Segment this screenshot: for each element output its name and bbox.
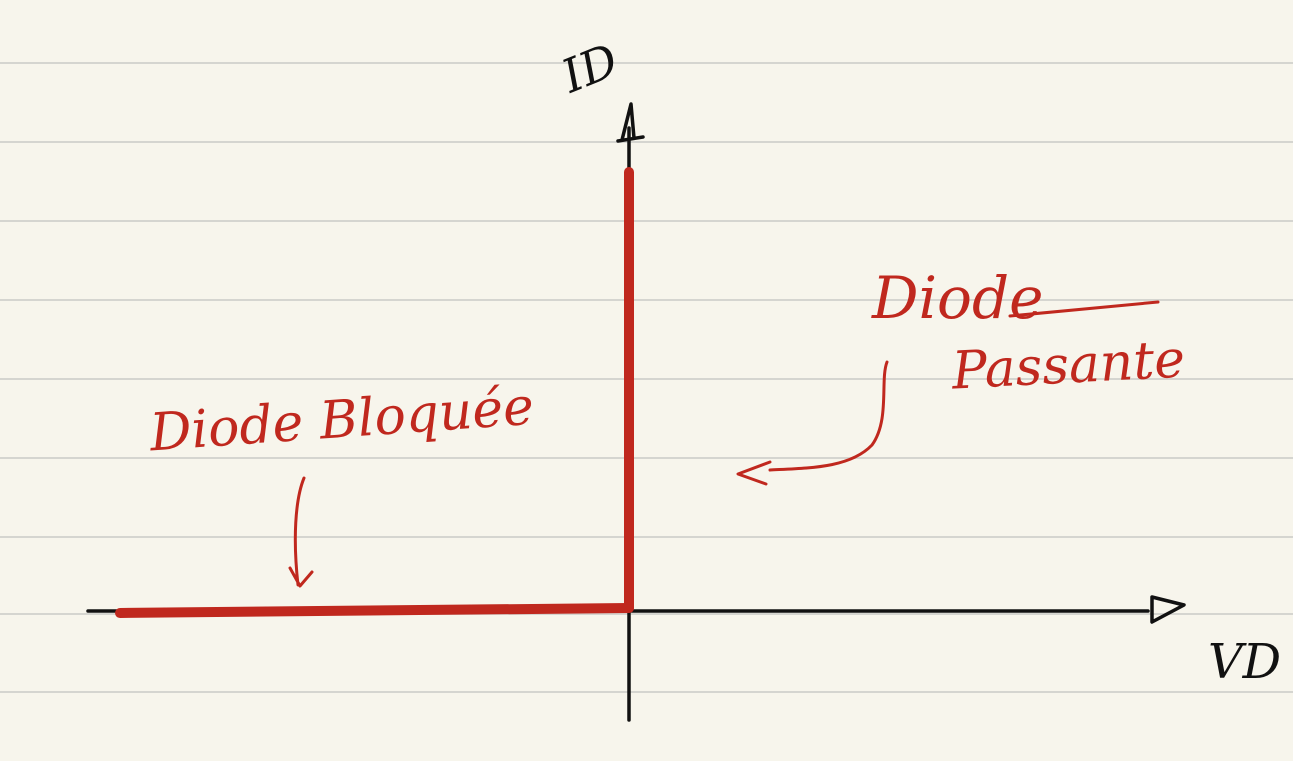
underline-passante (1008, 300, 1160, 318)
y-axis-arrow-icon (616, 102, 645, 143)
ruled-lines (0, 62, 1293, 693)
annotation-conducting-line2: Passante (949, 329, 1186, 401)
x-axis-label: VD (1208, 634, 1281, 690)
y-axis-label: ID (553, 33, 625, 104)
arrow-conducting-icon (736, 360, 889, 486)
curve-blocked-segment (115, 603, 634, 618)
x-axis-arrow-icon (1150, 595, 1186, 624)
annotation-conducting-line1: Diode (871, 264, 1043, 332)
annotation-blocked: Diode Bloquée (147, 377, 536, 464)
arrow-blocked-icon (288, 476, 314, 588)
